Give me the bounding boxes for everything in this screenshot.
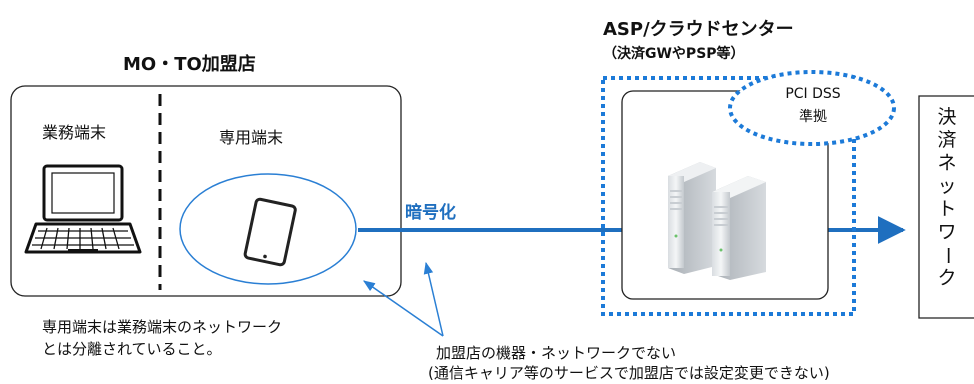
separation-note-line1: 専用端末は業務端末のネットワーク [42,318,283,336]
pci-compliant-label: 準拠 [799,109,827,125]
network-char: ネ [937,152,957,174]
business-terminal-label: 業務端末 [42,123,107,142]
dedicated-terminal-label: 専用端末 [219,128,284,147]
laptop-icon [24,164,142,254]
payment-network-box [918,95,974,319]
pci-dss-boundary [728,70,896,146]
center-subtitle: （決済GWやPSP等） [603,46,745,62]
payment-network-label: 決 済 ネ ッ ト ワ ー ク [927,106,967,290]
network-char: ー [936,245,959,265]
merchant-box [10,85,402,297]
pci-dss-label: PCI DSS [785,86,841,102]
encryption-label: 暗号化 [405,203,456,223]
network-char: ッ [937,175,957,197]
callout-arrow-link [423,261,444,337]
asp-center-boundary [601,76,856,316]
separation-note-line2: とは分離されていること。 [42,340,222,358]
network-char: ワ [937,221,957,243]
network-char: ト [937,198,957,220]
network-char: 済 [937,129,957,151]
center-title: ASP/クラウドセンター [603,19,794,40]
network-char: ク [937,267,957,289]
network-char: 決 [937,106,957,128]
dedicated-terminal-ellipse [179,173,357,285]
carrier-note-line1: 加盟店の機器・ネットワークでない [436,344,677,362]
server-icon [668,162,766,280]
tablet-icon [243,197,297,267]
carrier-note-line2: (通信キャリア等のサービスで加盟店では設定変更できない) [428,364,830,382]
merchant-title: MO・TO加盟店 [123,54,256,75]
callout-arrow-terminal [363,280,444,337]
